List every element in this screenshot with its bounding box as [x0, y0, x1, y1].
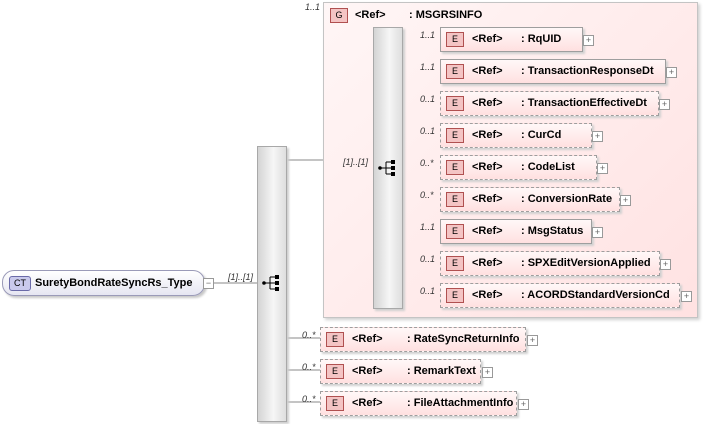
element-name: : CurCd	[521, 129, 562, 141]
element-transactionresponsedt[interactable]: E <Ref> : TransactionResponseDt	[440, 59, 666, 84]
element-remarktext[interactable]: E <Ref> : RemarkText	[320, 359, 481, 384]
element-cardinality: 1..1	[420, 222, 436, 232]
element-name: : ConversionRate	[521, 193, 613, 205]
element-ref: <Ref>	[352, 397, 383, 409]
group-badge: G	[330, 8, 348, 23]
expand-toggle[interactable]: +	[666, 67, 677, 78]
complex-type-node[interactable]: CT SuretyBondRateSyncRs_Type	[2, 270, 205, 296]
element-badge: E	[446, 96, 464, 111]
outer-sequence-compositor[interactable]	[257, 146, 287, 422]
element-name: : ACORDStandardVersionCd	[521, 289, 670, 301]
element-conversionrate[interactable]: E <Ref> : ConversionRate	[440, 187, 620, 212]
element-msgstatus[interactable]: E <Ref> : MsgStatus	[440, 219, 592, 244]
element-ref: <Ref>	[472, 289, 503, 301]
complex-type-name: SuretyBondRateSyncRs_Type	[35, 277, 193, 289]
group-name: : MSGRSINFO	[409, 9, 483, 21]
element-cardinality: 1..1	[420, 30, 436, 40]
element-badge: E	[446, 128, 464, 143]
element-cardinality: 0..*	[420, 158, 434, 168]
element-ref: <Ref>	[472, 257, 503, 269]
expand-toggle[interactable]: +	[482, 367, 493, 378]
root-sequence-cardinality: [1]..[1]	[228, 272, 254, 282]
expand-toggle[interactable]: +	[660, 259, 671, 270]
expand-toggle[interactable]: +	[592, 131, 603, 142]
sequence-icon	[378, 160, 395, 176]
expand-toggle[interactable]: +	[518, 399, 529, 410]
element-ref: <Ref>	[352, 365, 383, 377]
element-ref: <Ref>	[352, 333, 383, 345]
element-name: : SPXEditVersionApplied	[521, 257, 651, 269]
sequence-icon	[262, 275, 279, 291]
expand-toggle[interactable]: +	[527, 335, 538, 346]
element-cardinality: 0..1	[420, 254, 436, 264]
element-badge: E	[446, 160, 464, 175]
group-sequence-cardinality: [1]..[1]	[343, 157, 369, 167]
element-name: : RemarkText	[407, 365, 476, 377]
element-name: : CodeList	[521, 161, 575, 173]
expand-toggle[interactable]: +	[620, 195, 631, 206]
element-codelist[interactable]: E <Ref> : CodeList	[440, 155, 597, 180]
element-ref: <Ref>	[472, 65, 503, 77]
expand-toggle[interactable]: +	[597, 163, 608, 174]
expand-toggle[interactable]: +	[681, 291, 692, 302]
element-name: : TransactionResponseDt	[521, 65, 654, 77]
element-cardinality: 1..1	[420, 62, 436, 72]
element-cardinality: 0..*	[420, 190, 434, 200]
element-badge: E	[326, 364, 344, 379]
element-badge: E	[446, 288, 464, 303]
element-cardinality: 0..*	[302, 330, 316, 340]
element-badge: E	[326, 396, 344, 411]
element-acordstandardversioncd[interactable]: E <Ref> : ACORDStandardVersionCd	[440, 283, 680, 308]
element-name: : MsgStatus	[521, 225, 584, 237]
element-spxeditversionapplied[interactable]: E <Ref> : SPXEditVersionApplied	[440, 251, 660, 276]
element-cardinality: 0..1	[420, 126, 436, 136]
element-rquid[interactable]: E <Ref> : RqUID	[440, 27, 583, 52]
element-badge: E	[446, 192, 464, 207]
expand-toggle[interactable]: +	[583, 35, 594, 46]
element-name: : FileAttachmentInfo	[407, 397, 514, 409]
element-cardinality: 0..*	[302, 362, 316, 372]
expand-toggle[interactable]: +	[592, 227, 603, 238]
element-curcd[interactable]: E <Ref> : CurCd	[440, 123, 592, 148]
element-ref: <Ref>	[472, 97, 503, 109]
element-cardinality: 0..1	[420, 94, 436, 104]
element-fileattachmentinfo[interactable]: E <Ref> : FileAttachmentInfo	[320, 391, 517, 416]
element-badge: E	[446, 224, 464, 239]
element-ratesyncreturninfo[interactable]: E <Ref> : RateSyncReturnInfo	[320, 327, 526, 352]
element-badge: E	[446, 32, 464, 47]
element-ref: <Ref>	[472, 161, 503, 173]
element-cardinality: 0..*	[302, 394, 316, 404]
element-badge: E	[446, 64, 464, 79]
element-ref: <Ref>	[472, 129, 503, 141]
element-name: : RateSyncReturnInfo	[407, 333, 520, 345]
expand-toggle[interactable]: +	[659, 99, 670, 110]
element-name: : TransactionEffectiveDt	[521, 97, 647, 109]
group-cardinality: 1..1	[305, 2, 321, 12]
element-ref: <Ref>	[472, 33, 503, 45]
element-cardinality: 0..1	[420, 286, 436, 296]
element-name: : RqUID	[521, 33, 562, 45]
element-ref: <Ref>	[472, 225, 503, 237]
element-transactioneffectivedt[interactable]: E <Ref> : TransactionEffectiveDt	[440, 91, 659, 116]
collapse-toggle[interactable]: −	[203, 278, 214, 289]
complex-type-badge: CT	[9, 276, 31, 291]
group-ref: <Ref>	[355, 9, 386, 21]
element-badge: E	[326, 332, 344, 347]
element-badge: E	[446, 256, 464, 271]
element-ref: <Ref>	[472, 193, 503, 205]
